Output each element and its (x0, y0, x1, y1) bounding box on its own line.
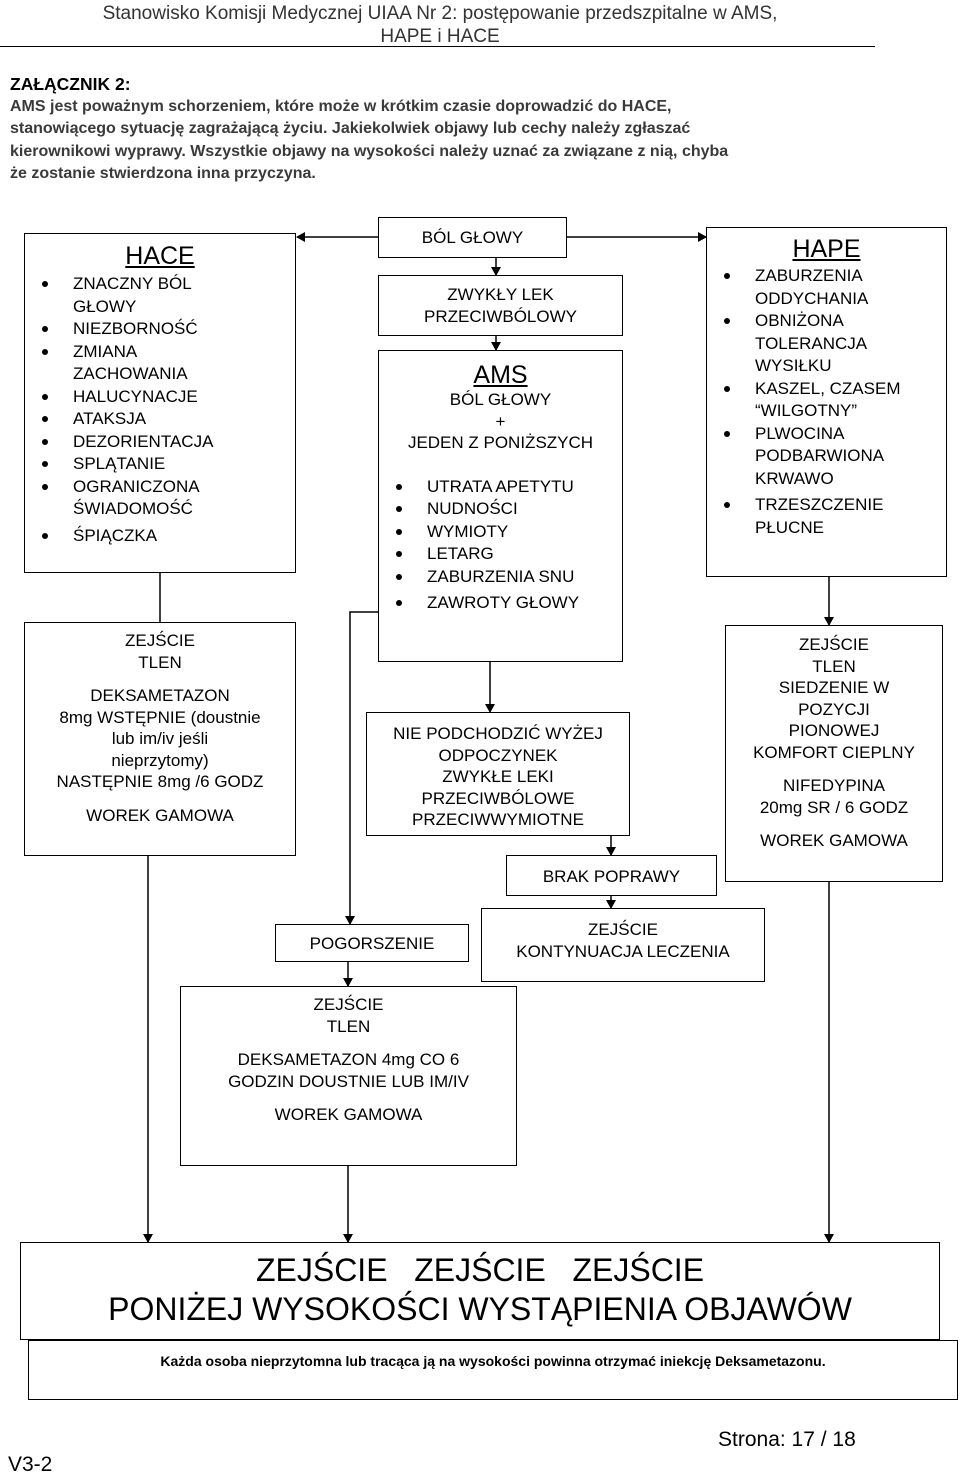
hace-treatment-line: ZEJŚCIE (125, 631, 195, 650)
continue-line: ZEJŚCIE (588, 920, 658, 939)
hace-title: HACE (125, 242, 195, 270)
ams-treatment-box: NIE PODCHODZIĆ WYŻEJ ODPOCZYNEK ZWYKŁE L… (366, 712, 630, 836)
headache-label: BÓL GŁOWY (421, 228, 524, 247)
worsening-treatment-line: DEKSAMETAZON 4mg CO 6 (237, 1050, 460, 1069)
hace-treatment-line: NASTĘPNIE 8mg /6 GODZ (56, 772, 264, 791)
hace-symptom: SPLĄTANIE (25, 453, 295, 476)
hace-treatment-line: 8mg WSTĘPNIE (doustnie (59, 707, 261, 727)
descent-line: ZEJŚCIE ZEJŚCIE ZEJŚCIE (255, 1252, 705, 1288)
hape-treatment-line: TLEN (812, 656, 856, 676)
ams-treatment-line: PRZECIWBÓLOWE (421, 788, 575, 808)
hace-symptom-list: ZNACZNY BÓL GŁOWY NIEZBORNOŚĆ ZMIANA ZAC… (25, 273, 295, 547)
hace-symptom: ZNACZNY BÓL GŁOWY (25, 273, 193, 318)
ams-symptom: ZABURZENIA SNU (379, 566, 622, 589)
hace-treatment-box: ZEJŚCIE TLEN DEKSAMETAZON 8mg WSTĘPNIE (… (24, 622, 296, 856)
hape-symptom: OBNIŻONA TOLERANCJA WYSIŁKU (707, 310, 905, 378)
descent-banner: ZEJŚCIE ZEJŚCIE ZEJŚCIE PONIŻEJ WYSOKOŚC… (20, 1242, 940, 1340)
worsening-treatment-line: ZEJŚCIE (313, 995, 384, 1014)
ams-box: AMS BÓL GŁOWY + JEDEN Z PONIŻSZYCH UTRAT… (378, 350, 623, 662)
ams-line: + (495, 411, 506, 431)
ams-treatment-line: NIE PODCHODZIĆ WYŻEJ (393, 724, 603, 743)
no-improvement-box: BRAK POPRAWY (506, 855, 717, 896)
hape-treatment-line: 20mg SR / 6 GODZ (759, 797, 909, 817)
ams-symptom: UTRATA APETYTU (379, 476, 622, 499)
worsening-treatment-box: ZEJŚCIE TLEN DEKSAMETAZON 4mg CO 6 GODZI… (180, 986, 517, 1166)
hape-symptom-list: ZABURZENIA ODDYCHANIA OBNIŻONA TOLERANCJ… (707, 265, 946, 539)
dexamethasone-note: Każda osoba nieprzytomna lub tracąca ją … (28, 1340, 958, 1400)
ams-treatment-line: ZWYKŁE LEKI (442, 767, 554, 786)
hape-symptom: PLWOCINA PODBARWIONA KRWAWO (707, 423, 915, 491)
note-text: Każda osoba nieprzytomna lub tracąca ją … (160, 1353, 826, 1369)
ams-line: BÓL GŁOWY (449, 390, 552, 409)
hape-treatment-box: ZEJŚCIE TLEN SIEDZENIE W POZYCJI PIONOWE… (725, 625, 943, 882)
arrow-ams-to-worsening (345, 611, 378, 925)
ams-treatment-line: ODPOCZYNEK (438, 745, 558, 765)
intro-line: AMS jest poważnym schorzeniem, które moż… (10, 97, 672, 115)
painkiller-line: PRZECIWBÓLOWY (423, 306, 577, 326)
worsening-treatment-line: WOREK GAMOWA (274, 1105, 423, 1124)
hace-symptom: HALUCYNACJE (25, 386, 295, 409)
worsening-treatment-line: TLEN (326, 1016, 371, 1036)
continue-line: KONTYNUACJA LECZENIA (516, 941, 730, 961)
hace-symptom: ATAKSJA (25, 408, 295, 431)
ams-title: AMS (473, 361, 528, 389)
ams-symptom: ZAWROTY GŁOWY (379, 592, 622, 615)
intro-text: ZAŁĄCZNIK 2: AMS jest poważnym schorzeni… (10, 73, 890, 186)
version-label: V3-2 (8, 1453, 53, 1476)
ams-line: JEDEN Z PONIŻSZYCH (407, 433, 594, 452)
hace-symptom: NIEZBORNOŚĆ (25, 318, 295, 341)
page-number: Strona: 17 / 18 (718, 1428, 856, 1451)
hape-treatment-line: SIEDZENIE W (778, 678, 890, 697)
hape-symptom: TRZESZCZENIE PŁUCNE (707, 494, 905, 539)
hace-symptom: DEZORIENTACJA (25, 431, 295, 454)
hace-treatment-line: TLEN (138, 652, 182, 672)
header-divider (0, 46, 875, 47)
ams-treatment-line: PRZECIWWYMIOTNE (412, 810, 584, 829)
hape-treatment-line: POZYCJI (798, 699, 870, 719)
headache-box: BÓL GŁOWY (378, 217, 567, 258)
continue-treatment-box: ZEJŚCIE KONTYNUACJA LECZENIA (481, 908, 765, 982)
hape-treatment-line: WOREK GAMOWA (760, 831, 908, 850)
hace-treatment-line: DEKSAMETAZON (90, 686, 230, 705)
hape-box: HAPE ZABURZENIA ODDYCHANIA OBNIŻONA TOLE… (706, 227, 947, 577)
hape-symptom: KASZEL, CZASEM “WILGOTNY” (707, 378, 905, 423)
hape-treatment-line: KOMFORT CIEPLNY (753, 742, 915, 762)
worsening-treatment-line: GODZIN DOUSTNIE LUB IM/IV (228, 1071, 469, 1091)
ams-symptom: LETARG (379, 543, 622, 566)
hape-treatment-line: NIFEDYPINA (782, 776, 886, 795)
ams-symptom: NUDNOŚCI (379, 498, 622, 521)
ams-symptom-list: UTRATA APETYTU NUDNOŚCI WYMIOTY LETARG Z… (379, 476, 622, 615)
intro-line: że zostanie stwierdzona inna przyczyna. (10, 165, 316, 182)
painkiller-box: ZWYKŁY LEK PRZECIWBÓLOWY (378, 275, 623, 336)
hace-treatment-line: lub im/iv jeśli (111, 729, 209, 748)
descent-line: PONIŻEJ WYSOKOŚCI WYSTĄPIENIA OBJAWÓW (108, 1291, 852, 1327)
hape-symptom: ZABURZENIA ODDYCHANIA (707, 265, 905, 310)
hape-title: HAPE (792, 235, 861, 263)
worsening-label: POGORSZENIE (309, 934, 435, 953)
intro-line: stanowiącego sytuację zagrażającą życiu.… (10, 120, 691, 137)
hace-treatment-line: nieprzytomy) (111, 750, 209, 770)
hape-treatment-line: PIONOWEJ (788, 721, 880, 740)
header-title-line2: HAPE i HACE (380, 26, 500, 47)
hace-box: HACE ZNACZNY BÓL GŁOWY NIEZBORNOŚĆ ZMIAN… (24, 233, 296, 573)
worsening-box: POGORSZENIE (275, 924, 469, 962)
header-title-line1: Stanowisko Komisji Medycznej UIAA Nr 2: … (102, 3, 778, 24)
hace-symptom: OGRANICZONA ŚWIADOMOŚĆ (25, 476, 223, 521)
no-improvement-label: BRAK POPRAWY (542, 867, 681, 886)
hape-treatment-line: ZEJŚCIE (799, 635, 869, 654)
hace-symptom: ZMIANA ZACHOWANIA (25, 341, 193, 386)
intro-heading: ZAŁĄCZNIK 2: (10, 74, 131, 94)
ams-symptom: WYMIOTY (379, 521, 622, 544)
page-header: Stanowisko Komisji Medycznej UIAA Nr 2: … (0, 2, 880, 48)
hace-symptom: ŚPIĄCZKA (25, 525, 295, 548)
hace-treatment-line: WOREK GAMOWA (86, 805, 234, 825)
painkiller-line: ZWYKŁY LEK (447, 285, 554, 304)
intro-line: kierownikowi wyprawy. Wszystkie objawy n… (10, 142, 729, 160)
